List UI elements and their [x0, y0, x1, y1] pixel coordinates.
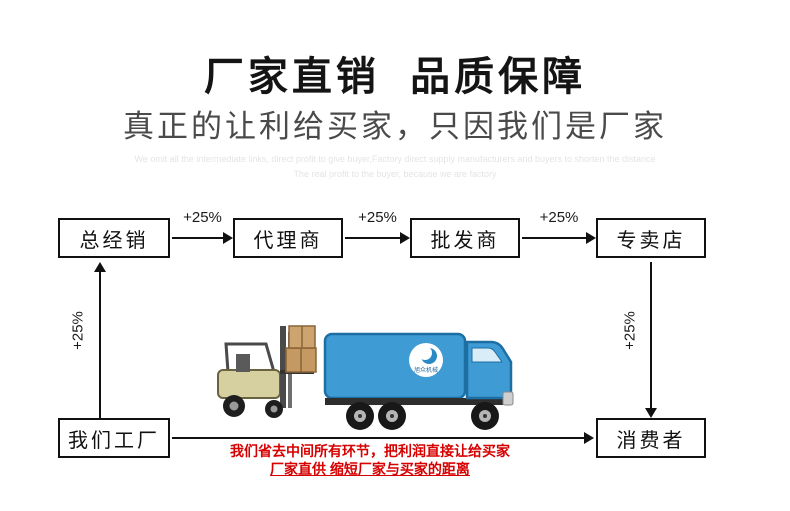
arrow-right-icon — [522, 232, 596, 244]
arrow-right-icon — [172, 232, 233, 244]
flow-node-general-distributor: 总经销 — [58, 218, 170, 258]
flow-node-agent: 代理商 — [233, 218, 343, 258]
watermark-line-1: We omit all the intermediate links, dire… — [134, 154, 656, 164]
truck-body-icon: 旭众机械 — [323, 332, 514, 430]
arrow-right-icon — [345, 232, 410, 244]
promo-caption-line-1: 我们省去中间所有环节，把利润直接让给买家 — [230, 443, 510, 459]
cargo-boxes-icon — [285, 325, 317, 373]
markup-percent-label: +25% — [69, 311, 87, 350]
truck-logo-text: 旭众机械 — [414, 366, 438, 374]
flow-node-our-factory: 我们工厂 — [58, 418, 170, 458]
truck-illustration: 旭众机械 — [190, 310, 540, 435]
promo-caption-line-2: 厂家直供 缩短厂家与买家的距离 — [270, 461, 470, 477]
page-subtitle: 真正的让利给买家，只因我们是厂家 — [123, 109, 667, 144]
flow-node-specialty-store: 专卖店 — [596, 218, 706, 258]
markup-percent-label: +25% — [539, 209, 579, 226]
markup-percent-label: +25% — [358, 209, 397, 226]
watermark-line-2: The real profit to the buyer, because we… — [293, 169, 497, 179]
arrow-right-icon — [172, 432, 594, 444]
arrow-down-icon — [645, 262, 657, 418]
flow-node-consumer: 消费者 — [596, 418, 706, 458]
watermark-text: We omit all the intermediate links, dire… — [0, 152, 790, 182]
page-title: 厂家直销 品质保障 — [203, 55, 587, 99]
markup-percent-label: +25% — [621, 311, 639, 350]
flow-node-wholesaler: 批发商 — [410, 218, 520, 258]
markup-percent-label: +25% — [183, 209, 222, 226]
promo-caption: 我们省去中间所有环节，把利润直接让给买家 厂家直供 缩短厂家与买家的距离 — [168, 442, 572, 478]
arrow-up-icon — [94, 262, 106, 418]
delivery-truck-icon: 旭众机械 — [217, 325, 514, 430]
